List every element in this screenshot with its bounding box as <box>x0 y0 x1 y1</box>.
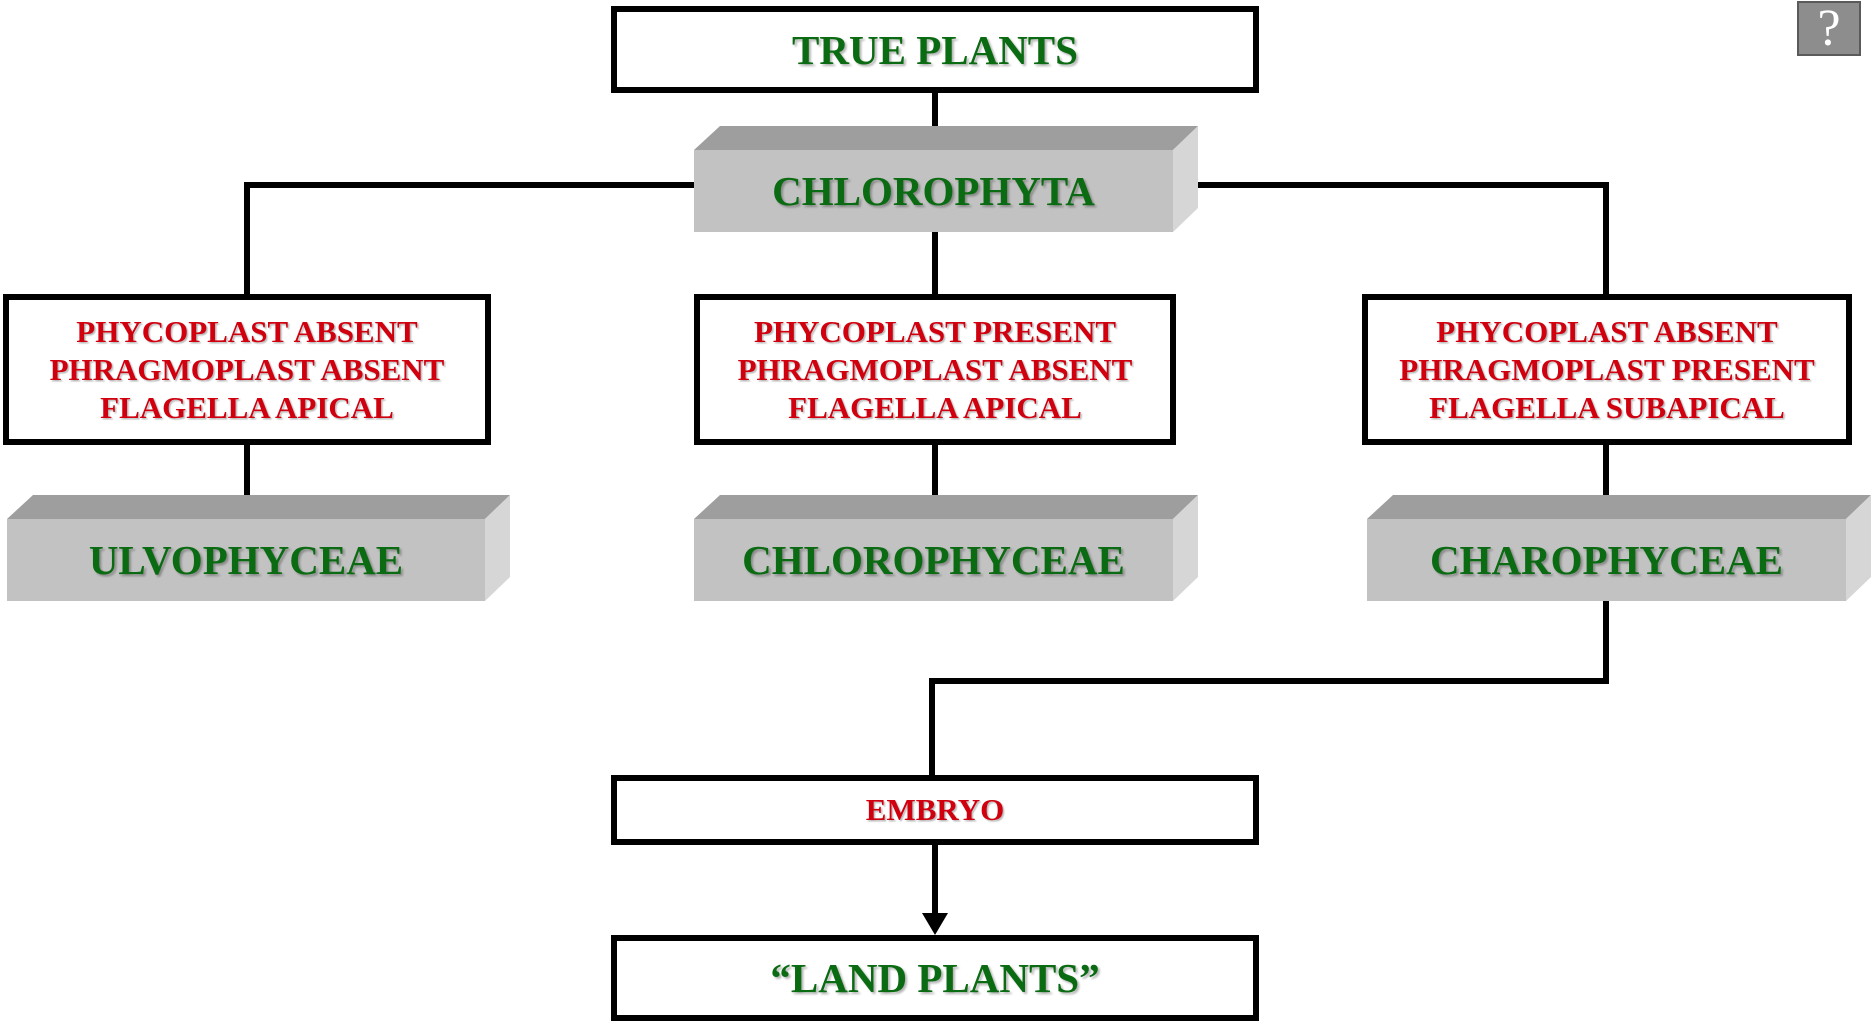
question-mark-icon: ? <box>1817 0 1841 57</box>
trait-line: PHRAGMOPLAST ABSENT <box>49 351 445 387</box>
chlorophyta-label: CHLOROPHYTA <box>772 168 1095 214</box>
trait-line: FLAGELLA APICAL <box>100 389 394 425</box>
trait-line: PHRAGMOPLAST ABSENT <box>737 351 1133 387</box>
connector-chlorophyta-to-left <box>244 182 696 298</box>
traits-box-middle: PHYCOPLAST PRESENT PHRAGMOPLAST ABSENT F… <box>694 294 1176 445</box>
chlorophyceae-label: CHLOROPHYCEAE <box>742 537 1125 583</box>
traits-box-right: PHYCOPLAST ABSENT PHRAGMOPLAST PRESENT F… <box>1362 294 1852 445</box>
embryo-label: EMBRYO <box>865 792 1005 827</box>
trait-line: PHYCOPLAST ABSENT <box>1436 313 1778 349</box>
land-plants-label: “LAND PLANTS” <box>770 955 1100 1001</box>
true-plants-label: TRUE PLANTS <box>792 26 1078 73</box>
trait-line: FLAGELLA APICAL <box>788 389 1082 425</box>
slab-chlorophyceae <box>694 495 1198 601</box>
slab-charophyceae <box>1367 495 1871 601</box>
trait-line: PHYCOPLAST ABSENT <box>76 313 418 349</box>
land-plants-box: “LAND PLANTS” <box>611 935 1259 1021</box>
traits-box-left: PHYCOPLAST ABSENT PHRAGMOPLAST ABSENT FL… <box>3 294 491 445</box>
embryo-box: EMBRYO <box>611 775 1259 845</box>
trait-line: PHRAGMOPLAST PRESENT <box>1399 351 1815 387</box>
trait-line: FLAGELLA SUBAPICAL <box>1429 389 1785 425</box>
ulvophyceae-label: ULVOPHYCEAE <box>88 537 404 583</box>
connector-charophyceae-to-embryo <box>929 597 1609 780</box>
arrowhead-land-plants <box>922 913 948 935</box>
true-plants-box: TRUE PLANTS <box>611 6 1259 93</box>
slab-chlorophyta <box>694 126 1198 232</box>
slab-ulvophyceae <box>7 495 510 601</box>
help-button[interactable]: ? <box>1797 1 1861 56</box>
charophyceae-label: CHAROPHYCEAE <box>1429 537 1784 583</box>
connector-chlorophyta-to-right <box>1195 182 1609 298</box>
trait-line: PHYCOPLAST PRESENT <box>753 313 1117 349</box>
